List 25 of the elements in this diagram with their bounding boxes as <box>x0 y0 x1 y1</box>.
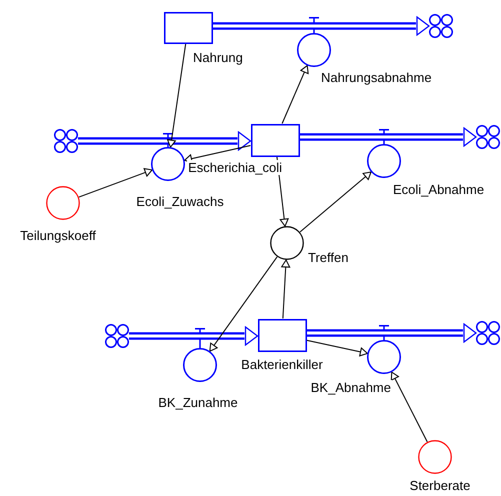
variable-label: Nahrung <box>192 50 244 65</box>
variable-label: BK_Zunahme <box>157 395 239 410</box>
link-arrow <box>184 145 251 164</box>
link-arrow <box>167 44 186 148</box>
link-arrow <box>390 372 428 442</box>
variable-label: Ecoli_Abnahme <box>392 182 486 197</box>
flow-pipe <box>306 323 477 343</box>
link-arrow <box>299 171 372 233</box>
variable-label: Sterberate <box>408 478 472 493</box>
flow-pipe <box>212 16 430 36</box>
variable-label: Nahrungsabnahme <box>320 70 433 85</box>
flow-pipe <box>78 131 252 151</box>
flow-pipe <box>129 326 258 346</box>
link-arrow <box>282 65 309 124</box>
variable-label: Bakterienkiller <box>240 357 324 372</box>
link-arrow <box>306 340 368 356</box>
variable-label: BK_Abnahme <box>310 380 392 395</box>
link-arrow <box>281 259 290 319</box>
variable-label: Treffen <box>307 250 350 265</box>
link-arrow <box>209 256 278 352</box>
flow-pipe <box>300 127 477 147</box>
variable-label: Ecoli_Zuwachs <box>135 194 225 209</box>
variable-label: Teilungskoeff <box>19 228 97 243</box>
variable-label: Escherichia_coli <box>187 160 283 175</box>
link-arrow <box>78 168 153 198</box>
